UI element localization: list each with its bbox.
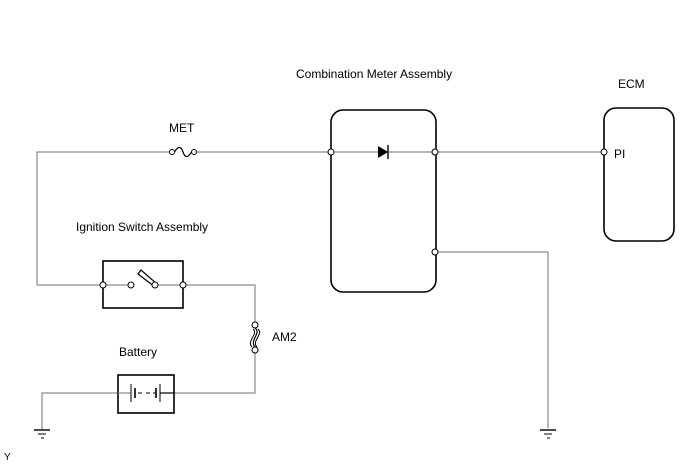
wire-meter-to-ground bbox=[435, 251, 549, 428]
wire-battery-to-ground bbox=[41, 392, 118, 430]
ecm-label: ECM bbox=[618, 77, 645, 91]
meter-terminal-in bbox=[327, 148, 335, 156]
ground-icon bbox=[34, 429, 50, 439]
wire-switch-to-met bbox=[36, 151, 171, 286]
battery-icon bbox=[118, 384, 174, 402]
switch-icon bbox=[127, 269, 159, 289]
switch-terminal-right bbox=[179, 281, 187, 289]
am2-fuse-label: AM2 bbox=[272, 330, 297, 344]
ecm-box bbox=[603, 107, 675, 242]
diode-icon bbox=[378, 145, 389, 159]
ecm-pin-pi bbox=[600, 148, 608, 156]
ground-icon bbox=[540, 429, 556, 439]
meter-terminal-ground bbox=[431, 248, 439, 256]
wire-switch-to-am2 bbox=[183, 284, 256, 325]
met-fuse-label: MET bbox=[169, 121, 195, 135]
ecm-pin-label: PI bbox=[614, 147, 625, 161]
combination-meter-box bbox=[330, 109, 437, 293]
battery-label: Battery bbox=[119, 345, 157, 359]
battery-box bbox=[117, 374, 175, 414]
wires bbox=[36, 151, 604, 430]
footer-mark: Y bbox=[4, 452, 11, 463]
fuse-icon bbox=[169, 146, 197, 158]
switch-terminal-left bbox=[99, 281, 107, 289]
combination-meter-label: Combination Meter Assembly bbox=[296, 67, 452, 81]
ignition-switch-label: Ignition Switch Assembly bbox=[76, 220, 208, 234]
fusible-link-icon bbox=[249, 321, 261, 354]
wire-am2-to-battery bbox=[174, 350, 256, 394]
meter-terminal-out bbox=[431, 148, 439, 156]
